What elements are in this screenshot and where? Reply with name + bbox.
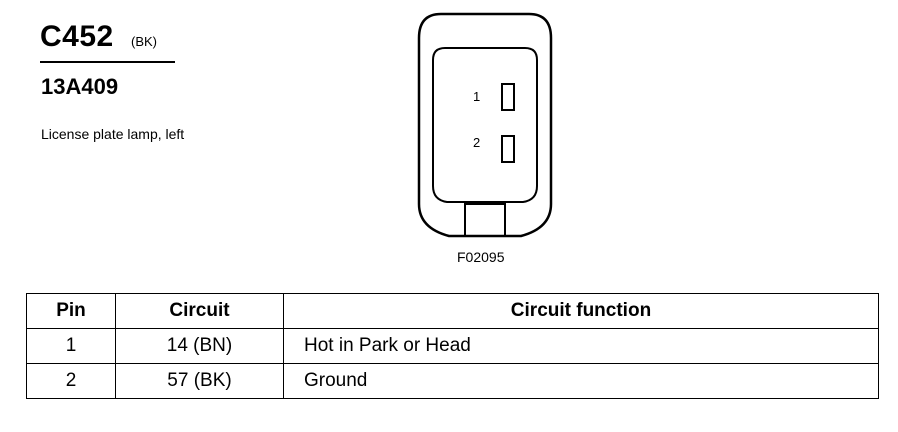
color-code: (BK)	[131, 34, 157, 49]
figure-code: F02095	[457, 249, 505, 265]
pin-cell: 1	[26, 328, 116, 364]
connector-latch	[464, 203, 506, 236]
connector-cavity-outline	[432, 47, 538, 203]
table-row: 1 14 (BN) Hot in Park or Head	[26, 328, 879, 364]
table-header-row: Pin Circuit Circuit function	[26, 293, 879, 329]
pin-label-2: 2	[473, 135, 481, 150]
connector-description: License plate lamp, left	[41, 126, 185, 142]
circuit-function-cell: Hot in Park or Head	[283, 328, 879, 364]
connector-face-diagram	[417, 12, 553, 238]
circuit-cell: 57 (BK)	[115, 363, 284, 399]
pinout-table: Pin Circuit Circuit function 1 14 (BN) H…	[26, 293, 879, 399]
connector-id: C452	[40, 20, 114, 53]
column-header-pin: Pin	[26, 293, 116, 329]
connector-id-underline	[40, 61, 175, 63]
column-header-circuit: Circuit	[115, 293, 284, 329]
circuit-cell: 14 (BN)	[115, 328, 284, 364]
table-row: 2 57 (BK) Ground	[26, 363, 879, 399]
connector-housing-outline	[417, 12, 553, 238]
column-header-circuit-function: Circuit function	[283, 293, 879, 329]
terminal-1	[501, 83, 515, 111]
circuit-function-cell: Ground	[283, 363, 879, 399]
terminal-2	[501, 135, 515, 163]
part-number: 13A409	[41, 74, 119, 99]
pin-cell: 2	[26, 363, 116, 399]
pin-label-1: 1	[473, 89, 481, 104]
